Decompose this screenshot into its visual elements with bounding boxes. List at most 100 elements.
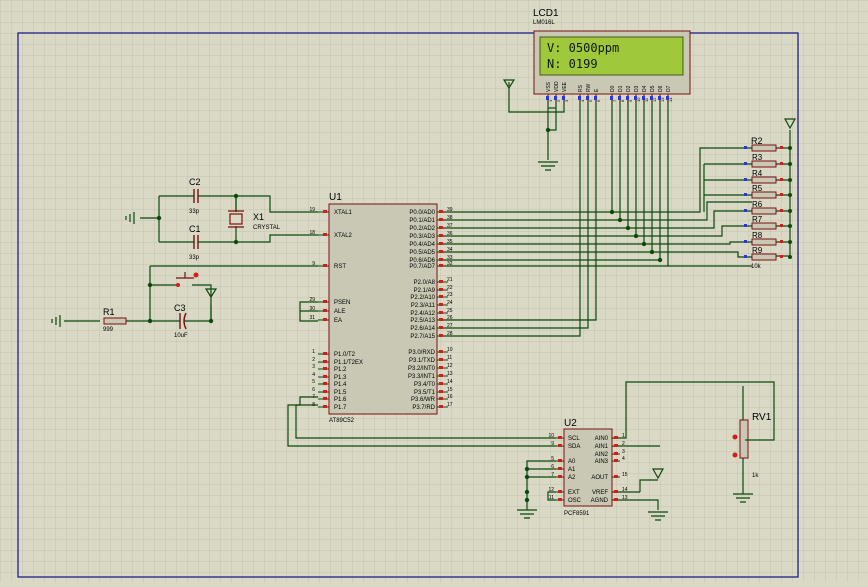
capacitor-c3[interactable] [172,312,198,330]
u1-pin-number: 28 [447,331,453,337]
lcd-pin-number: 11 [644,97,649,102]
pack-pin-marker [780,255,783,258]
pack-resistor[interactable] [751,191,777,199]
u1-pin-number: 18 [309,230,315,236]
resistor-r1[interactable] [103,317,127,325]
u1-pin-label: XTAL2 [334,233,353,239]
u2-pin-label: AIN2 [595,452,609,458]
pack-resistor[interactable] [751,238,777,246]
lcd-pin-label: RW [586,83,592,92]
u1-pin-marker [439,250,443,253]
u2-pin-label: A1 [568,467,576,473]
c1-value: 33p [189,255,200,261]
u1-pin-label: P0.1/AD1 [409,218,435,224]
u2-pin-number: 12 [548,487,554,493]
u2-pin-marker [614,452,618,455]
ground-symbols [51,161,753,521]
u1-pin-number: 1 [312,349,315,355]
u1-pin-label: P1.3 [334,375,347,381]
c2-ref: C2 [189,177,201,187]
u1-pin-number: 13 [447,371,453,377]
u1-pin-marker [439,382,443,385]
u1-pin-marker [439,366,443,369]
junction-dot [233,193,239,199]
pack-resistor[interactable] [751,222,777,230]
u1-pin-label: P3.4/T0 [414,382,436,388]
pack-pin-marker [780,162,783,165]
u1-pin-number: 24 [447,300,453,306]
pack-pin-marker [744,209,747,212]
rv1-ref: RV1 [752,412,772,423]
pack-pin-marker [780,178,783,181]
junction-dot [208,318,214,324]
lcd-pin-number: 12 [652,97,657,102]
u2-pin-label: AIN1 [595,444,609,450]
u1-pin-marker [439,258,443,261]
capacitor-c2[interactable] [188,189,202,203]
u1-pin-marker [323,264,327,267]
reset-pushbutton[interactable] [170,272,200,287]
lcd-pin-number: 10 [636,97,641,102]
u1-pin-number: 4 [312,372,315,378]
sheet-frame [17,32,799,578]
lcd-pin-marker [594,96,597,100]
u1-pin-label: P1.1/T2EX [334,360,363,366]
junction-dot [788,240,792,244]
lcd-pin-number: 1 [548,99,553,102]
pack-resistor-ref: R9 [752,246,763,255]
rpack-first-ref: R2 [751,136,763,146]
u1-body [328,203,438,415]
junction-dot [524,466,530,472]
pack-pin-marker [780,209,783,212]
pack-resistor-ref: R5 [752,184,763,193]
pack-resistor[interactable] [751,207,777,215]
u2-pin-number: 11 [549,495,554,501]
u1-pin-label: P3.6/WR [411,397,436,403]
pack-pin-marker [744,240,747,243]
pack-resistor[interactable] [751,144,777,152]
pack-resistor[interactable] [751,160,777,168]
lcd-ref: LCD1 [533,8,559,19]
u1-pin-number: 19 [309,207,315,213]
capacitor-c1[interactable] [188,235,202,249]
u1-pin-number: 11 [447,355,452,361]
u1-pin-marker [439,234,443,237]
pack-pin-marker [744,162,747,165]
pack-resistor[interactable] [751,176,777,184]
u2-pin-marker [558,444,562,447]
u1-pin-number: 10 [447,347,453,353]
u2-pin-marker [558,498,562,501]
u1-pin-label: P0.4/AD4 [409,242,435,248]
lcd-pin-number: 8 [620,99,625,102]
u1-pin-label: P0.3/AD3 [409,234,435,240]
lcd-pin-marker [586,96,589,100]
lcd-pin-marker [554,96,557,100]
crystal-x1[interactable] [228,210,244,228]
u1-pin-marker [323,390,327,393]
u2-pin-marker [614,444,618,447]
u1-pin-marker [439,226,443,229]
u1-pin-number: 38 [447,215,453,221]
potentiometer-rv1[interactable] [732,419,751,459]
u1-pin-marker [439,210,443,213]
u1-pin-label: P2.6/A14 [410,326,435,332]
c3-ref: C3 [174,303,186,313]
u1-pin-label: P2.2/A10 [410,295,435,301]
u1-pin-number: 27 [447,323,453,329]
u1-pin-number: 17 [447,402,453,408]
pack-resistor[interactable] [751,253,777,261]
u2-pin-label: SCL [568,436,580,442]
u1-pin-marker [323,397,327,400]
lcd-pin-number: 7 [612,99,617,102]
lcd-pin-label: D3 [634,85,640,92]
junction-dot [524,489,530,495]
u2-pin-label: EXT [568,490,580,496]
lcd-pin-number: 9 [628,99,633,102]
pack-resistor-ref: R8 [752,231,763,240]
u1-part: AT89C52 [329,418,355,424]
lcd-pin-label: D5 [650,85,656,92]
u1-pin-number: 5 [312,379,315,385]
lcd-pin-number: 3 [564,99,569,102]
u1-pin-number: 14 [447,379,453,385]
